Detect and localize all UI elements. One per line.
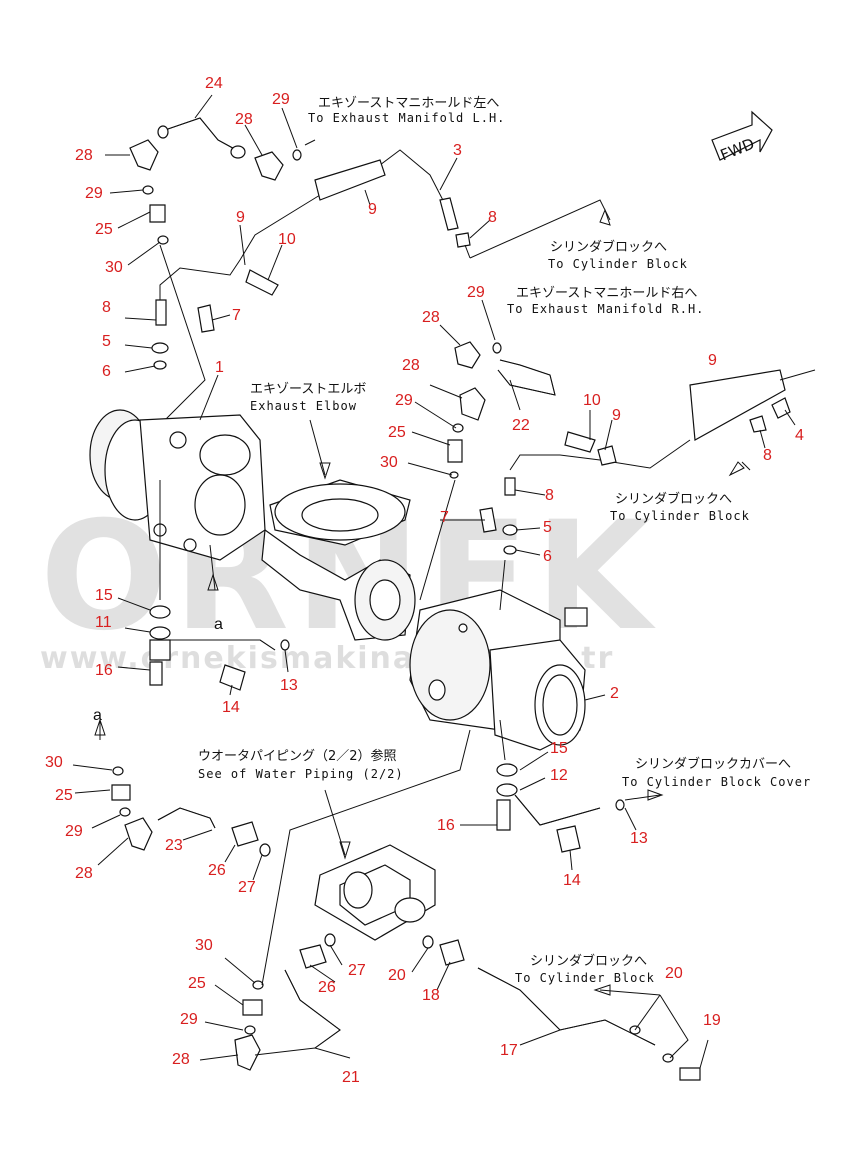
part-number-28: 28 (235, 111, 253, 128)
part-number-8: 8 (102, 299, 111, 316)
part-number-26: 26 (318, 979, 336, 996)
part-number-18: 18 (422, 987, 440, 1004)
part-number-10: 10 (583, 392, 601, 409)
part-number-29: 29 (85, 185, 103, 202)
cylinder-block-cover-label: To Cylinder Block Cover (622, 775, 811, 789)
part-number-11: 11 (95, 614, 112, 631)
part-number-8: 8 (763, 447, 772, 464)
exhaust-manifold-lh-label: To Exhaust Manifold L.H. (308, 111, 505, 125)
cylinder-block-cover-label-jp: シリンダブロックカバーへ (635, 756, 791, 772)
reference-mark-a: a (214, 616, 223, 633)
exhaust-elbow (261, 419, 416, 641)
exhaust-manifold-lh-label-jp: エキゾーストマニホールド左へ (318, 96, 499, 111)
part-number-14: 14 (222, 699, 240, 716)
part-number-27: 27 (238, 879, 256, 896)
exhaust-elbow-label-jp: エキゾーストエルボ (250, 382, 366, 397)
part-number-19: 19 (703, 1012, 721, 1029)
part-number-20: 20 (665, 965, 683, 982)
reference-mark-a: a (93, 707, 102, 724)
part-number-7: 7 (232, 307, 241, 324)
part-number-7: 7 (440, 509, 449, 526)
water-piping-label: See of Water Piping (2/2) (198, 767, 404, 781)
part-number-2: 2 (610, 685, 619, 702)
part-number-29: 29 (395, 392, 413, 409)
part-number-20: 20 (388, 967, 406, 984)
exhaust-manifold-rh-label-jp: エキゾーストマニホールド右へ (516, 286, 697, 301)
part-number-15: 15 (550, 740, 568, 757)
part-number-13: 13 (630, 830, 648, 847)
part-number-26: 26 (208, 862, 226, 879)
part-number-30: 30 (105, 259, 123, 276)
part-number-5: 5 (102, 333, 111, 350)
part-number-23: 23 (165, 837, 183, 854)
part-number-28: 28 (75, 147, 93, 164)
cylinder-block-label-3-jp: シリンダブロックへ (530, 953, 647, 969)
cylinder-block-label-3: To Cylinder Block (515, 971, 655, 985)
part-number-30: 30 (380, 454, 398, 471)
part-number-28: 28 (75, 865, 93, 882)
part-number-14: 14 (563, 872, 581, 889)
part-number-9: 9 (236, 209, 245, 226)
water-manifold (314, 789, 436, 941)
part-number-4: 4 (795, 427, 804, 444)
part-number-15: 15 (95, 587, 113, 604)
part-number-13: 13 (280, 677, 298, 694)
part-number-8: 8 (545, 487, 554, 504)
turbocharger-right (409, 589, 588, 751)
part-number-8: 8 (488, 209, 497, 226)
part-number-29: 29 (180, 1011, 198, 1028)
part-number-30: 30 (45, 754, 63, 771)
part-number-27: 27 (348, 962, 366, 979)
turbocharger-left (89, 409, 266, 591)
water-pipes-lower-left (94, 718, 471, 1071)
part-number-3: 3 (453, 142, 462, 159)
destination-labels: エキゾーストマニホールド左へ To Exhaust Manifold L.H. … (93, 96, 811, 985)
part-number-25: 25 (95, 221, 113, 238)
exhaust-manifold-rh-label: To Exhaust Manifold R.H. (507, 302, 704, 316)
part-number-17: 17 (500, 1042, 518, 1059)
part-number-9: 9 (612, 407, 621, 424)
part-number-5: 5 (543, 519, 552, 536)
part-number-10: 10 (278, 231, 296, 248)
part-number-29: 29 (272, 91, 290, 108)
part-number-16: 16 (95, 662, 113, 679)
cylinder-block-label: To Cylinder Block (548, 257, 688, 271)
cylinder-block-label-jp: シリンダブロックへ (550, 239, 667, 255)
part-number-21: 21 (342, 1069, 360, 1086)
part-number-1: 1 (215, 359, 224, 376)
part-number-28: 28 (402, 357, 420, 374)
part-number-28: 28 (172, 1051, 190, 1068)
part-number-6: 6 (543, 548, 552, 565)
part-number-25: 25 (188, 975, 206, 992)
oil-return-pipes (149, 480, 625, 853)
part-number-9: 9 (708, 352, 717, 369)
part-number-6: 6 (102, 363, 111, 380)
exhaust-elbow-label: Exhaust Elbow (250, 399, 357, 413)
part-number-22: 22 (512, 417, 530, 434)
water-piping-label-jp: ウオータパイピング（2／2）参照 (198, 748, 397, 764)
part-number-29: 29 (65, 823, 83, 840)
part-numbers: 24 29 28 28 29 25 30 9 10 9 3 8 8 7 5 6 … (45, 75, 804, 1086)
cylinder-block-label-2: To Cylinder Block (610, 509, 750, 523)
part-number-9: 9 (368, 201, 377, 218)
part-number-30: 30 (195, 937, 213, 954)
part-number-28: 28 (422, 309, 440, 326)
part-number-25: 25 (388, 424, 406, 441)
oil-inlet-pipe-right (419, 341, 816, 611)
part-number-16: 16 (437, 817, 455, 834)
part-number-12: 12 (550, 767, 568, 784)
forward-arrow-icon: FWD (711, 110, 773, 164)
cylinder-block-label-2-jp: シリンダブロックへ (615, 491, 732, 507)
oil-inlet-pipe-left (129, 117, 471, 421)
part-number-29: 29 (467, 284, 485, 301)
leader-lines (72, 94, 796, 1069)
part-number-25: 25 (55, 787, 73, 804)
part-number-24: 24 (205, 75, 223, 92)
